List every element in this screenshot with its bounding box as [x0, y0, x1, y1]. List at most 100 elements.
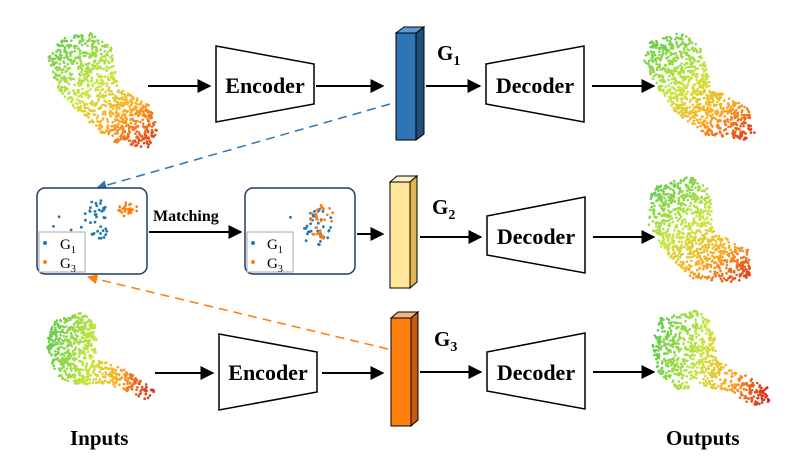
- cloud-point: [100, 210, 104, 213]
- cloud-point: [117, 139, 120, 142]
- cloud-point: [653, 191, 657, 194]
- cloud-point: [99, 120, 103, 123]
- cloud-point: [131, 128, 134, 131]
- cloud-point: [673, 182, 676, 186]
- cloud-point: [56, 322, 59, 326]
- cloud-point: [309, 218, 313, 222]
- cloud-point: [754, 400, 757, 403]
- cloud-point: [141, 106, 145, 109]
- cloud-point: [54, 330, 58, 334]
- cloud-point: [713, 266, 716, 270]
- cloud-point: [127, 124, 131, 127]
- cloud-point: [710, 379, 714, 383]
- cloud-point: [73, 46, 76, 50]
- cloud-point: [149, 141, 152, 144]
- cloud-point: [696, 60, 700, 63]
- cloud-point: [129, 118, 132, 121]
- cloud-point: [698, 214, 701, 218]
- cloud-point: [730, 122, 734, 125]
- cloud-point: [693, 211, 696, 214]
- cloud-point: [55, 341, 58, 345]
- cloud-point: [88, 353, 92, 357]
- cloud-point: [676, 88, 680, 92]
- cloud-point: [656, 231, 659, 234]
- cloud-point: [650, 59, 654, 62]
- cloud-point: [109, 379, 112, 382]
- cloud-point: [664, 193, 668, 196]
- cloud-point: [663, 243, 666, 246]
- cloud-point: [738, 279, 741, 282]
- cloud-point: [654, 60, 658, 63]
- cloud-point: [91, 84, 94, 87]
- cloud-point: [686, 75, 689, 79]
- cloud-point: [65, 335, 68, 338]
- cloud-point: [669, 46, 673, 49]
- cloud-point: [108, 99, 111, 103]
- cloud-point: [60, 338, 64, 342]
- cloud-point: [49, 330, 52, 334]
- cloud-point: [92, 121, 95, 124]
- cloud-point: [686, 255, 689, 259]
- cloud-point: [113, 80, 117, 83]
- cloud-point: [651, 77, 655, 80]
- cloud-point: [706, 128, 709, 131]
- cloud-point: [82, 346, 86, 350]
- cloud-point: [667, 369, 671, 373]
- cloud-point: [704, 126, 707, 129]
- cloud-point: [669, 100, 673, 103]
- cloud-point: [50, 353, 53, 357]
- cloud-point: [651, 68, 655, 71]
- cloud-point: [719, 277, 723, 281]
- cloud-point: [143, 132, 147, 136]
- cloud-point: [103, 49, 106, 53]
- cloud-point: [689, 58, 692, 62]
- cloud-point: [84, 69, 87, 73]
- cloud-point: [672, 359, 676, 363]
- decoder-label-2: Decoder: [497, 224, 575, 249]
- cloud-point: [105, 69, 109, 72]
- cloud-point: [677, 356, 680, 360]
- cloud-point: [713, 134, 717, 137]
- cloud-point: [673, 335, 676, 339]
- cloud-point: [50, 325, 54, 329]
- cloud-point: [148, 394, 152, 397]
- cloud-point: [96, 39, 100, 43]
- cloud-point: [710, 355, 713, 358]
- cloud-point: [79, 40, 82, 44]
- cloud-point: [93, 347, 96, 351]
- cloud-point: [694, 43, 697, 46]
- cloud-point: [724, 363, 727, 367]
- cloud-point: [728, 268, 732, 271]
- cloud-point: [95, 381, 98, 385]
- cloud-point: [681, 210, 685, 213]
- cloud-point: [729, 276, 732, 279]
- cloud-point: [59, 53, 62, 57]
- cloud-point: [656, 221, 659, 224]
- cloud-point: [78, 57, 82, 60]
- encoder-block-1: [215, 45, 315, 123]
- cloud-point: [719, 119, 722, 123]
- cloud-point: [79, 104, 83, 108]
- cloud-point: [726, 112, 729, 115]
- cloud-point: [657, 57, 661, 60]
- cloud-point: [95, 124, 98, 127]
- cloud-point: [92, 359, 96, 363]
- cloud-point: [144, 383, 148, 386]
- cloud-point: [686, 332, 689, 335]
- cloud-point: [696, 268, 699, 272]
- cloud-point: [698, 217, 701, 220]
- cloud-point: [102, 216, 106, 219]
- cloud-point: [738, 396, 742, 400]
- cloud-point: [711, 113, 714, 116]
- cloud-point: [687, 386, 690, 390]
- cloud-point: [685, 176, 688, 180]
- cloud-point: [71, 325, 75, 329]
- cloud-point: [662, 209, 665, 213]
- decoder-block-2: [486, 196, 586, 274]
- cloud-point: [656, 361, 659, 365]
- cloud-point: [659, 185, 662, 189]
- cloud-point: [668, 339, 672, 342]
- cloud-point: [662, 318, 665, 322]
- cloud-point: [67, 76, 71, 80]
- cloud-point: [688, 250, 692, 253]
